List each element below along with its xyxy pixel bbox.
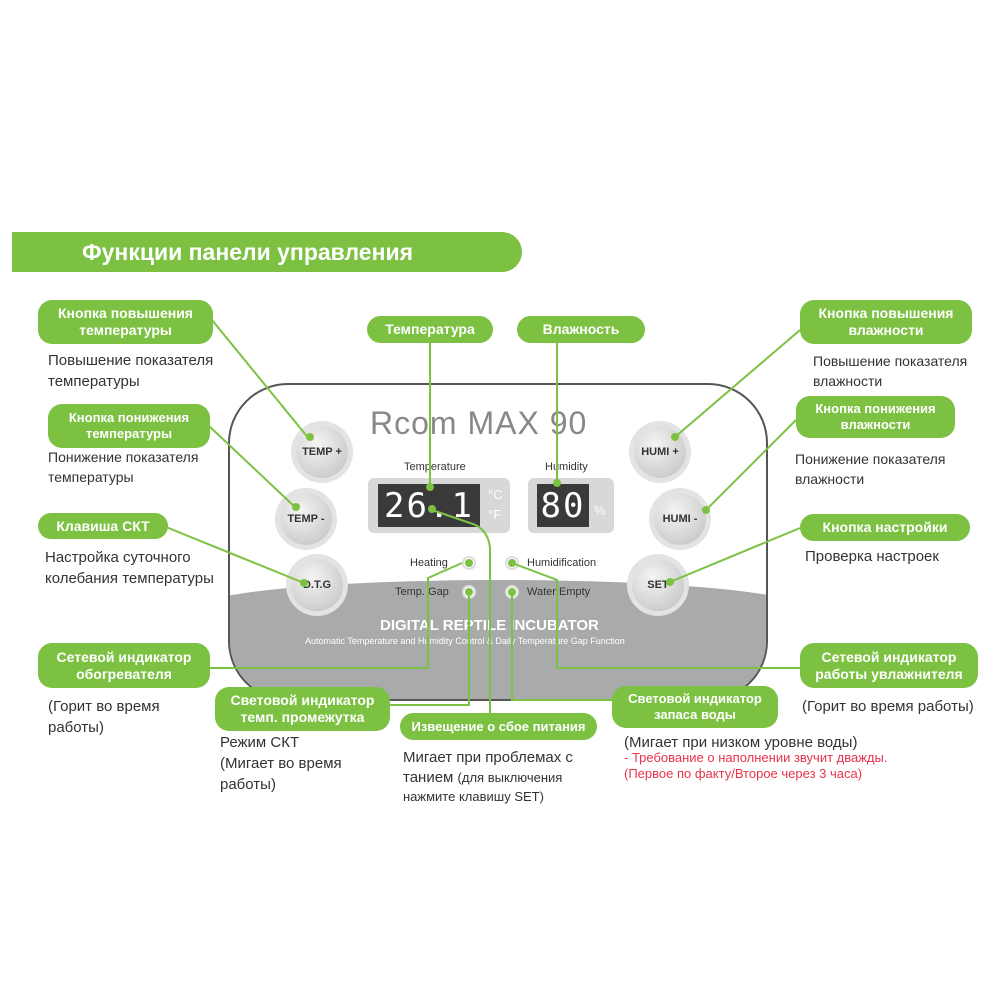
callout-power: Извещение о сбое питания: [400, 713, 597, 740]
callout-temperature: Температура: [367, 316, 493, 343]
temperature-display: 26.1: [378, 484, 480, 527]
desc-gap-mode: Режим СКТ: [220, 734, 300, 751]
set-button[interactable]: SET: [632, 559, 684, 611]
callout-gap: Световой индикатор темп. промежутка: [215, 687, 390, 731]
page-title: Функции панели управления: [12, 232, 522, 272]
desc-heater: (Горит во время работы): [48, 698, 160, 736]
desc-temp-up: Повышение показателя температуры: [48, 352, 214, 390]
desc-power-main: Мигает при проблемах с танием: [403, 749, 573, 786]
celsius-unit: °C: [488, 487, 503, 502]
desc-gap: (Мигает во время работы): [220, 755, 342, 793]
desc-power: Мигает при проблемах с танием (для выклю…: [403, 748, 603, 807]
temperature-label: Temperature: [404, 461, 466, 473]
humidification-label: Humidification: [527, 557, 597, 569]
callout-set: Кнопка настройки: [800, 514, 970, 541]
temp-plus-button[interactable]: TEMP +: [296, 426, 348, 478]
warning-line-2: (Первое по факту/Второе через 3 часа): [624, 766, 863, 782]
temp-gap-label: Temp. Gap: [395, 586, 449, 598]
warning-water: - Требование о наполнении звучит дважды.…: [624, 750, 887, 783]
percent-unit: %: [594, 503, 606, 518]
humidity-label: Humidity: [545, 461, 588, 473]
desc-humi-down: Понижение показателя влажности: [795, 451, 946, 487]
desc-water: (Мигает при низком уровне воды): [624, 734, 858, 751]
callout-humi-down: Кнопка понижения влажности: [796, 396, 955, 438]
humidity-display: 80: [537, 484, 589, 527]
fahrenheit-unit: °F: [488, 507, 502, 522]
callout-humidity: Влажность: [517, 316, 645, 343]
callout-dtg: Клавиша СКТ: [38, 513, 168, 539]
warning-line-1: - Требование о наполнении звучит дважды.: [624, 750, 888, 765]
humi-minus-button[interactable]: HUMI -: [654, 493, 706, 545]
desc-dtg: Настройка суточного колебания температур…: [45, 549, 214, 587]
desc-power-note: (для выключения нажмите клавишу SET): [403, 769, 563, 805]
desc-set: Проверка настроек: [805, 548, 939, 565]
logo: Rcom MAX 90: [370, 405, 588, 441]
heating-label: Heating: [410, 557, 448, 569]
product-subtitle: Automatic Temperature and Humidity Contr…: [305, 636, 625, 646]
desc-temp-down: Понижение показателя температуры: [48, 449, 199, 485]
callout-temp-up: Кнопка повышения температуры: [38, 300, 213, 344]
desc-humi-up: Повышение показателя влажности: [813, 353, 968, 389]
callout-heater: Сетевой индикатор обогревателя: [38, 643, 210, 688]
callout-temp-down: Кнопка понижения температуры: [48, 404, 210, 448]
water-empty-label: Water Empty: [527, 586, 591, 598]
callout-humi-up: Кнопка повышения влажности: [800, 300, 972, 344]
desc-humidifier: (Горит во время работы): [802, 698, 974, 715]
callout-water: Световой индикатор запаса воды: [612, 686, 778, 728]
callout-humidifier: Сетевой индикатор работы увлажнителя: [800, 643, 978, 688]
dtg-button[interactable]: D.T.G: [291, 559, 343, 611]
